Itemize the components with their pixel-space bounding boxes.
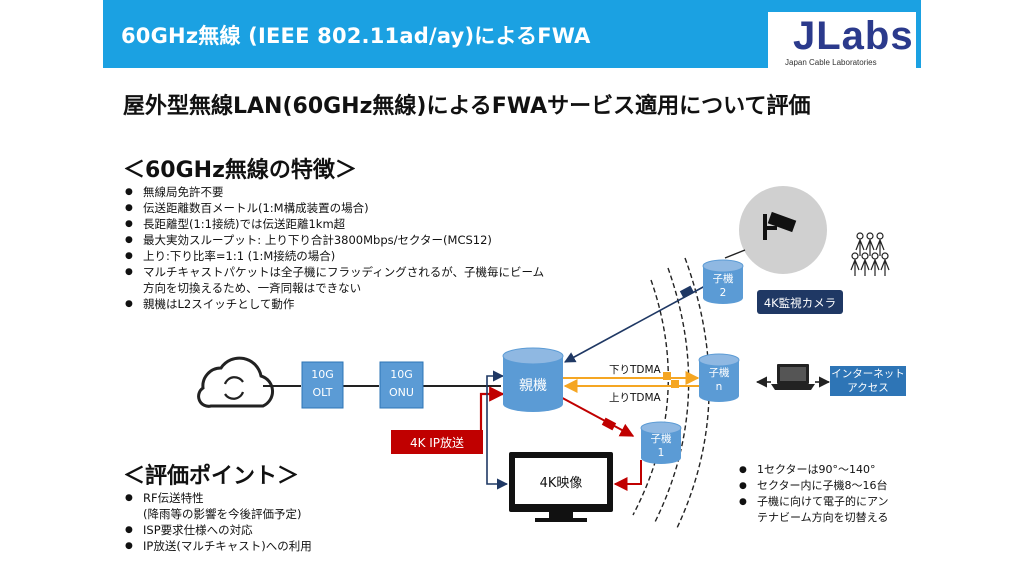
ip-broadcast-arrow — [479, 386, 505, 430]
child1-label-line1: 子機 — [650, 433, 672, 445]
olt-box — [301, 361, 344, 409]
sector-notes: 1セクターは90°～140° セクター内に子機8～16台 子機に向けて電子的にア… — [739, 462, 889, 526]
olt-label-line1: 10G — [311, 368, 334, 381]
down-tdma-label: 下りTDMA — [609, 364, 661, 376]
feature-item: 親機はL2スイッチとして動作 — [125, 296, 544, 312]
cloud-icon — [197, 356, 274, 408]
feature-item-continuation: 方向を切換えるため、一斉同報はできない — [143, 281, 362, 295]
feature-item: 伝送距離数百メートル(1:M構成装置の場合) — [125, 200, 544, 216]
child1-link-marker — [601, 417, 617, 431]
ip-broadcast-label: 4K IP放送 — [409, 436, 465, 450]
child-n-label: 子機 n — [699, 366, 739, 394]
child1-cylinder — [640, 421, 682, 464]
up-tdma-label: 上りTDMA — [609, 392, 661, 404]
onu-label-line2: ONU — [389, 386, 414, 399]
feed-to-parent-arrow — [486, 370, 505, 470]
sector-note: 子機に向けて電子的にアン — [739, 494, 889, 510]
feature-item: 長距離型(1:1接続)では伝送距離1km超 — [125, 216, 544, 232]
parent-label: 親機 — [519, 378, 547, 394]
child2-parent-link — [564, 285, 706, 363]
child1-to-tv-arrow — [613, 460, 642, 491]
sector-note: セクター内に子機8～16台 — [739, 478, 889, 494]
evaluation-title: ＜評価ポイント＞ — [123, 464, 300, 489]
slide: 60GHz無線 (IEEE 802.11ad/ay)によるFWA JLabs J… — [103, 0, 921, 576]
camera-label-box — [757, 290, 843, 314]
down-tdma-marker — [663, 372, 671, 380]
child-n-label-line2: n — [715, 381, 723, 393]
tv-label: 4K映像 — [539, 476, 583, 491]
feature-item: 最大実効スループット: 上り下り合計3800Mbps/セクター(MCS12) — [125, 232, 544, 248]
tv-icon — [509, 452, 613, 522]
camera-circle-background — [739, 186, 827, 274]
parent-child1-link — [554, 393, 635, 437]
child2-link-marker — [679, 285, 695, 299]
internet-access-label-line2: アクセス — [847, 382, 889, 394]
ip-broadcast-box — [391, 430, 483, 454]
internet-access-label-line1: インターネット — [831, 368, 905, 380]
camera-label: 4K監視カメラ — [763, 296, 837, 310]
laptop-icon — [771, 364, 815, 390]
evaluation-item: IP放送(マルチキャスト)への利用 — [125, 538, 312, 554]
internet-access-label: インターネット アクセス — [830, 367, 906, 395]
jlabs-logo: JLabs — [793, 14, 914, 58]
child1-label: 子機 1 — [641, 432, 681, 460]
onu-box — [379, 361, 424, 409]
olt-label-line2: OLT — [312, 386, 333, 399]
features-title: ＜60GHz無線の特徴＞ — [123, 158, 357, 183]
evaluation-list: RF伝送特性 (降雨等の影響を今後評価予定) ISP要求仕様への対応 IP放送(… — [125, 490, 312, 554]
child-n-cylinder — [698, 353, 740, 402]
people-icon — [850, 232, 890, 276]
onu-label-line1: 10G — [390, 368, 413, 381]
header-bar: 60GHz無線 (IEEE 802.11ad/ay)によるFWA — [103, 0, 921, 68]
child2-label: 子機 2 — [703, 272, 743, 300]
child2-label-line1: 子機 — [712, 273, 734, 285]
feature-item: 上り:下り比率=1:1 (1:M接続の場合) — [125, 248, 544, 264]
features-list: 無線局免許不要 伝送距離数百メートル(1:M構成装置の場合) 長距離型(1:1接… — [125, 184, 544, 312]
up-tdma-marker — [671, 380, 679, 388]
header-title: 60GHz無線 (IEEE 802.11ad/ay)によるFWA — [121, 24, 591, 48]
feature-item: マルチキャストパケットは全子機にフラッディングされるが、子機毎にビーム — [125, 264, 544, 280]
feed-to-tv-arrow — [486, 470, 509, 490]
beam-arcs — [632, 257, 710, 529]
internet-access-box — [830, 366, 906, 396]
child-n-label-line1: 子機 — [708, 367, 730, 379]
sector-note: 1セクターは90°～140° — [739, 462, 889, 478]
olt-label: 10G OLT — [302, 366, 343, 402]
child2-cylinder — [702, 259, 744, 304]
feature-item: 無線局免許不要 — [125, 184, 544, 200]
logo-background — [768, 12, 916, 68]
network-diagram — [197, 186, 906, 529]
camera-link — [724, 249, 746, 259]
page-title: 屋外型無線LAN(60GHz無線)によるFWAサービス適用について評価 — [123, 94, 811, 119]
sector-note-continuation: テナビーム方向を切替える — [757, 511, 889, 524]
jlabs-logo-subtitle: Japan Cable Laboratories — [785, 58, 877, 67]
camera-icon — [763, 211, 797, 240]
evaluation-item-continuation: (降雨等の影響を今後評価予定) — [143, 507, 302, 521]
child1-label-line2: 1 — [657, 447, 665, 459]
parent-cylinder — [502, 347, 564, 412]
onu-label: 10G ONU — [380, 366, 423, 402]
evaluation-item: ISP要求仕様への対応 — [125, 522, 312, 538]
evaluation-item: RF伝送特性 — [125, 490, 312, 506]
child2-label-line2: 2 — [719, 287, 727, 299]
